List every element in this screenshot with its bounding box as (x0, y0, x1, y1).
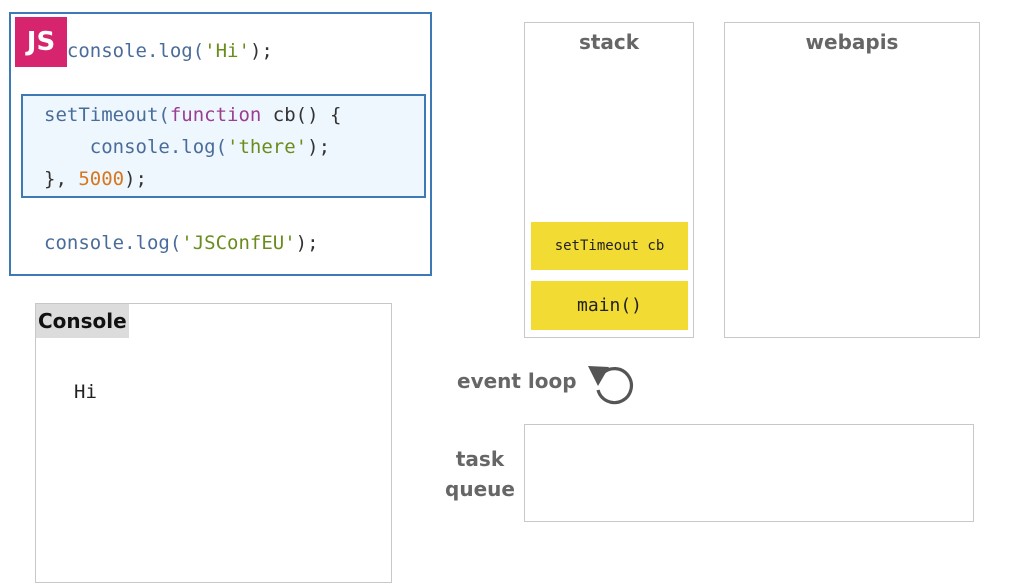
code-line-2: setTimeout(function cb() { (44, 103, 341, 127)
code-punc: ); (124, 168, 147, 190)
code-line-3: console.log('there'); (44, 135, 330, 159)
console-output-line: Hi (74, 381, 97, 403)
task-queue-box (524, 424, 974, 522)
code-punc: ); (295, 232, 319, 254)
code-number: 5000 (78, 168, 125, 190)
stack-frame-settimeout-cb: setTimeout cb (531, 222, 688, 270)
code-punc: ); (249, 40, 273, 62)
code-punc: cb() { (261, 104, 342, 126)
console-title: Console (36, 304, 129, 338)
code-fn: setTimeout( (44, 104, 170, 126)
stack-frame-main: main() (531, 281, 688, 330)
webapis-panel: webapis (724, 22, 980, 338)
code-string: 'there' (227, 136, 308, 158)
code-indent (44, 136, 90, 158)
stack-title: stack (578, 30, 640, 54)
code-line-5: console.log('JSConfEU'); (44, 231, 319, 255)
refresh-circle-arrow-icon (588, 366, 634, 405)
code-line-1: coconsole.log('Hi'); (44, 39, 273, 63)
code-keyword: function (169, 104, 262, 126)
highlighted-code-block (21, 94, 426, 198)
task-queue-label: task queue (440, 444, 520, 504)
code-string: 'JSConfEU' (181, 232, 296, 254)
code-punc: ); (307, 136, 331, 158)
task-queue-label-line1: task (455, 447, 505, 471)
code-fn: console.log( (66, 40, 205, 62)
console-panel: Console Hi (35, 303, 392, 583)
code-panel: JS coconsole.log('Hi'); setTimeout(funct… (9, 12, 432, 276)
js-logo-badge: JS (15, 17, 67, 67)
code-line-4: }, 5000); (44, 167, 147, 191)
code-string: 'Hi' (204, 40, 250, 62)
event-loop-label: event loop (457, 369, 577, 393)
code-fn: console.log( (89, 136, 228, 158)
call-stack-panel: stack setTimeout cb main() (524, 22, 694, 338)
code-fn: console.log( (44, 232, 182, 254)
code-punc: }, (44, 168, 79, 190)
webapis-title: webapis (805, 30, 899, 54)
task-queue-label-line2: queue (445, 477, 515, 501)
